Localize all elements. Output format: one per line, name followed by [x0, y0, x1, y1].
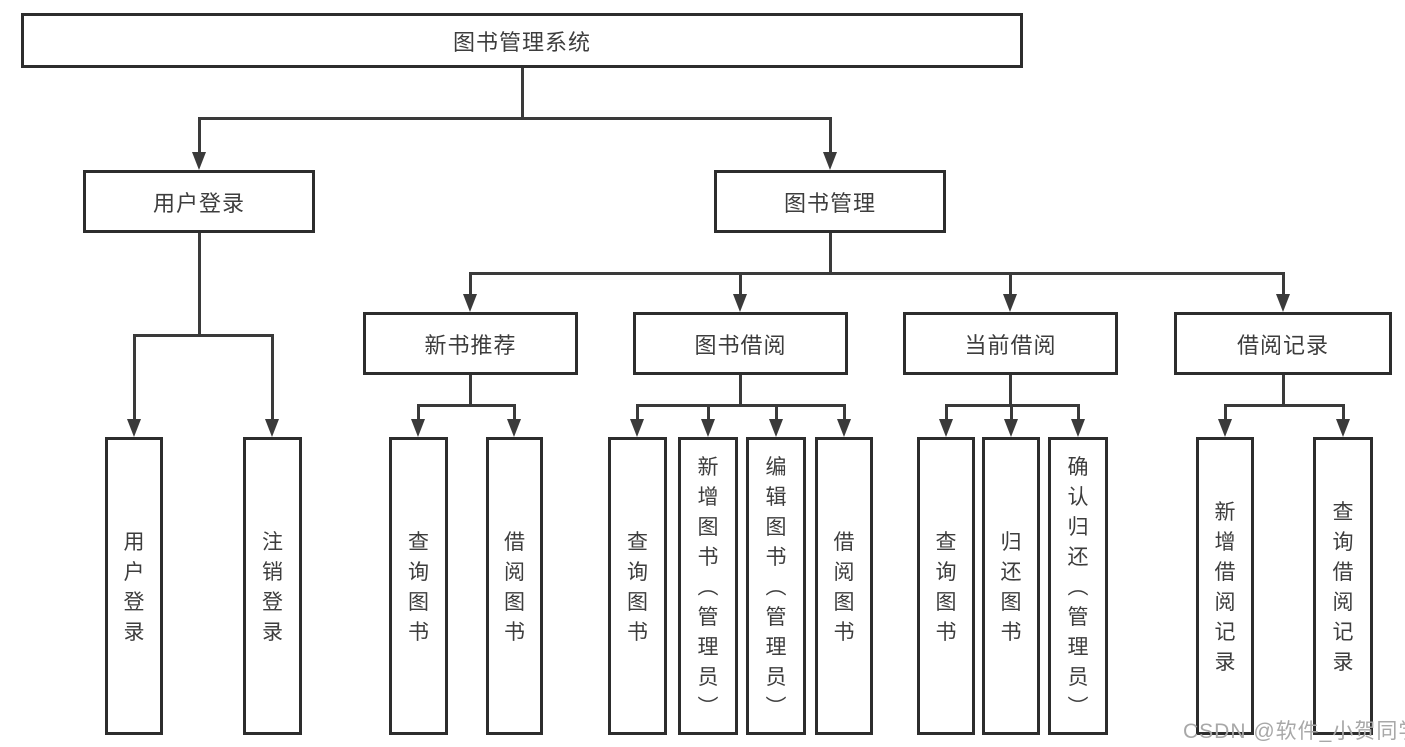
- arrowhead-bb-borrow: [837, 419, 851, 437]
- connector-drop-cb-query: [945, 404, 948, 422]
- node-leaf-add-books-admin: 新增图书（管理员）: [678, 437, 738, 735]
- node-leaf-query-borrow-record: 查询借阅记录: [1313, 437, 1373, 735]
- connector-drop-nb-borrow: [513, 404, 516, 422]
- arrowhead-nb-borrow: [507, 419, 521, 437]
- node-leaf-user-login: 用户登录: [105, 437, 163, 735]
- node-leaf-logout: 注销登录: [243, 437, 302, 735]
- arrowhead-bb-edit: [769, 419, 783, 437]
- arrowhead-book-borrowing: [733, 294, 747, 312]
- connector-drop-leaf-user-login: [133, 334, 136, 422]
- arrowhead-cb-confirm: [1071, 419, 1085, 437]
- node-current-borrowing: 当前借阅: [903, 312, 1118, 375]
- connector-book-borrowing-stem: [739, 375, 742, 407]
- arrowhead-new-book: [463, 294, 477, 312]
- connector-new-book-branch: [417, 404, 515, 407]
- node-book-borrowing: 图书借阅: [633, 312, 848, 375]
- connector-root-stem: [521, 68, 524, 120]
- arrowhead-current-borrowing: [1003, 294, 1017, 312]
- node-leaf-query-books-recommend: 查询图书: [389, 437, 448, 735]
- connector-current-borrowing-stem: [1009, 375, 1012, 407]
- node-leaf-query-books-current: 查询图书: [917, 437, 975, 735]
- connector-borrowing-records-branch: [1224, 404, 1345, 407]
- node-borrowing-records: 借阅记录: [1174, 312, 1392, 375]
- connector-drop-bb-query: [636, 404, 639, 422]
- node-book-management-system: 图书管理系统: [21, 13, 1023, 68]
- connector-drop-borrowing-records: [1282, 272, 1285, 297]
- node-user-login: 用户登录: [83, 170, 315, 233]
- csdn-watermark: CSDN @软件_小贺同学: [1183, 720, 1405, 743]
- node-leaf-return-books: 归还图书: [982, 437, 1040, 735]
- node-leaf-borrow-books-borrowing: 借阅图书: [815, 437, 873, 735]
- arrowhead-br-add: [1218, 419, 1232, 437]
- connector-drop-bb-borrow: [843, 404, 846, 422]
- arrowhead-cb-query: [939, 419, 953, 437]
- connector-drop-book-management: [829, 117, 832, 155]
- node-leaf-query-books-borrowing: 查询图书: [608, 437, 667, 735]
- connector-user-login-stem: [198, 233, 201, 337]
- arrowhead-br-query: [1336, 419, 1350, 437]
- connector-new-book-stem: [469, 375, 472, 407]
- connector-drop-br-add: [1224, 404, 1227, 422]
- connector-drop-book-borrowing: [739, 272, 742, 297]
- connector-level3-branch: [469, 272, 1284, 275]
- node-book-management: 图书管理: [714, 170, 946, 233]
- connector-drop-leaf-logout: [271, 334, 274, 422]
- connector-user-login-branch: [133, 334, 273, 337]
- connector-drop-user-login: [198, 117, 201, 155]
- node-leaf-borrow-books-recommend: 借阅图书: [486, 437, 543, 735]
- connector-drop-cb-return: [1010, 404, 1013, 422]
- node-new-book-recommendation: 新书推荐: [363, 312, 578, 375]
- arrowhead-borrowing-records: [1276, 294, 1290, 312]
- connector-drop-new-book: [469, 272, 472, 297]
- connector-drop-bb-edit: [775, 404, 778, 422]
- connector-book-management-stem: [829, 233, 832, 275]
- arrowhead-leaf-logout: [265, 419, 279, 437]
- arrowhead-cb-return: [1004, 419, 1018, 437]
- arrowhead-nb-query: [411, 419, 425, 437]
- connector-drop-cb-confirm: [1077, 404, 1080, 422]
- connector-drop-current-borrowing: [1009, 272, 1012, 297]
- arrowhead-user-login: [192, 152, 206, 170]
- connector-drop-br-query: [1342, 404, 1345, 422]
- node-leaf-add-borrow-record: 新增借阅记录: [1196, 437, 1254, 735]
- node-leaf-confirm-return-admin: 确认归还（管理员）: [1048, 437, 1108, 735]
- arrowhead-leaf-user-login: [127, 419, 141, 437]
- connector-drop-bb-add: [707, 404, 710, 422]
- arrowhead-bb-query: [630, 419, 644, 437]
- connector-level2-branch: [198, 117, 832, 120]
- node-leaf-edit-books-admin: 编辑图书（管理员）: [746, 437, 806, 735]
- connector-drop-nb-query: [417, 404, 420, 422]
- connector-book-borrowing-branch: [636, 404, 845, 407]
- arrowhead-bb-add: [701, 419, 715, 437]
- connector-borrowing-records-stem: [1282, 375, 1285, 407]
- arrowhead-book-management: [823, 152, 837, 170]
